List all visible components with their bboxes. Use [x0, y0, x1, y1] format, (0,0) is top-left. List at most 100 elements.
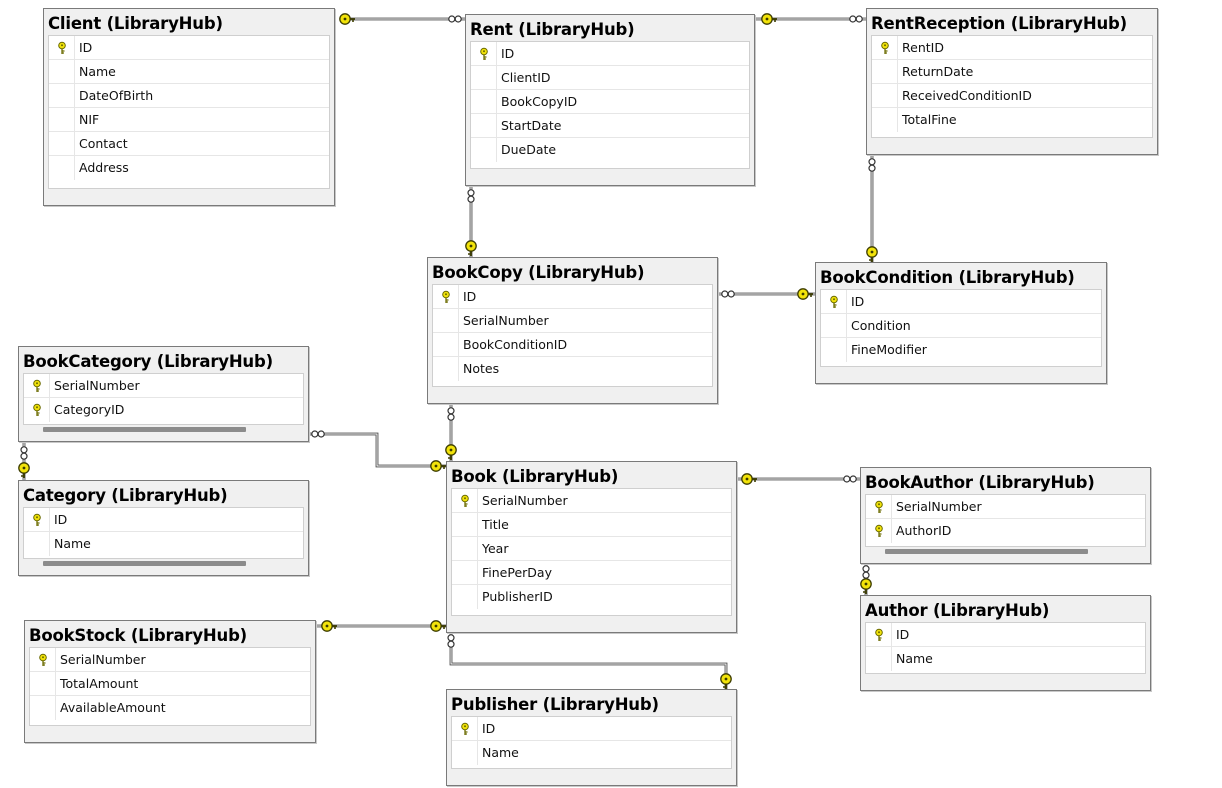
column-row[interactable]: ClientID	[471, 66, 749, 90]
row-selector	[24, 398, 50, 422]
column-row[interactable]: BookCopyID	[471, 90, 749, 114]
key-icon	[461, 494, 469, 507]
one-end-key-icon	[339, 13, 355, 25]
relationship-line-publisher-book[interactable]	[449, 633, 728, 689]
column-row[interactable]: Year	[452, 537, 731, 561]
row-selector	[872, 84, 898, 108]
column-row[interactable]: Notes	[433, 357, 712, 381]
horizontal-scrollbar[interactable]	[43, 561, 246, 566]
many-end-infinity-icon	[448, 15, 462, 23]
column-name: DueDate	[501, 142, 557, 157]
column-row[interactable]: ID	[24, 508, 303, 532]
horizontal-scrollbar[interactable]	[885, 549, 1088, 554]
column-row[interactable]: SerialNumber	[866, 495, 1145, 519]
column-row[interactable]: Name	[49, 60, 329, 84]
column-row[interactable]: StartDate	[471, 114, 749, 138]
column-row[interactable]: ID	[821, 290, 1101, 314]
row-selector	[30, 648, 56, 672]
column-row[interactable]: ID	[452, 717, 731, 741]
table-title: RentReception (LibraryHub)	[871, 14, 1127, 33]
many-end-infinity-icon	[843, 475, 857, 483]
row-selector	[452, 513, 478, 537]
one-end-key-icon	[430, 620, 446, 632]
column-row[interactable]: BookConditionID	[433, 333, 712, 357]
column-row[interactable]: SerialNumber	[433, 309, 712, 333]
row-selector	[49, 108, 75, 132]
column-name: PublisherID	[482, 589, 553, 604]
one-end-key-icon	[860, 578, 872, 594]
column-row[interactable]: SerialNumber	[30, 648, 310, 672]
one-end-key-icon	[445, 444, 457, 460]
row-selector	[49, 84, 75, 108]
column-row[interactable]: Name	[24, 532, 303, 556]
column-row[interactable]: Address	[49, 156, 329, 180]
row-selector	[866, 495, 892, 519]
column-row[interactable]: FinePerDay	[452, 561, 731, 585]
row-selector	[452, 741, 478, 765]
column-name: ID	[79, 40, 93, 55]
column-name: BookConditionID	[463, 337, 568, 352]
column-row[interactable]: DateOfBirth	[49, 84, 329, 108]
column-row[interactable]: ID	[49, 36, 329, 60]
column-row[interactable]: Condition	[821, 314, 1101, 338]
column-row[interactable]: ID	[433, 285, 712, 309]
column-name: Name	[482, 745, 519, 760]
row-selector	[24, 374, 50, 398]
column-row[interactable]: ReceivedConditionID	[872, 84, 1152, 108]
key-icon	[480, 47, 488, 60]
column-row[interactable]: Contact	[49, 132, 329, 156]
column-row[interactable]: TotalAmount	[30, 672, 310, 696]
many-end-infinity-icon	[20, 446, 28, 460]
column-row[interactable]: ReturnDate	[872, 60, 1152, 84]
column-row[interactable]: SerialNumber	[24, 374, 303, 398]
row-selector	[49, 36, 75, 60]
column-name: ID	[54, 512, 68, 527]
column-row[interactable]: CategoryID	[24, 398, 303, 422]
key-icon	[39, 653, 47, 666]
row-selector	[872, 36, 898, 60]
column-row[interactable]: DueDate	[471, 138, 749, 162]
column-row[interactable]: Title	[452, 513, 731, 537]
column-name: SerialNumber	[60, 652, 146, 667]
column-row[interactable]: AuthorID	[866, 519, 1145, 543]
column-row[interactable]: FineModifier	[821, 338, 1101, 362]
column-row[interactable]: AvailableAmount	[30, 696, 310, 720]
column-row[interactable]: Name	[452, 741, 731, 765]
row-selector	[821, 338, 847, 362]
key-icon	[830, 295, 838, 308]
column-row[interactable]: TotalFine	[872, 108, 1152, 132]
column-name: AvailableAmount	[60, 700, 166, 715]
column-row[interactable]: ID	[471, 42, 749, 66]
key-icon	[461, 722, 469, 735]
many-end-infinity-icon	[447, 634, 455, 648]
row-selector	[433, 285, 459, 309]
column-row[interactable]: PublisherID	[452, 585, 731, 609]
column-row[interactable]: RentID	[872, 36, 1152, 60]
column-name: ID	[463, 289, 477, 304]
horizontal-scrollbar[interactable]	[43, 427, 246, 432]
table-title: Author (LibraryHub)	[865, 601, 1050, 620]
column-row[interactable]: ID	[866, 623, 1145, 647]
column-row[interactable]: SerialNumber	[452, 489, 731, 513]
column-row[interactable]: Name	[866, 647, 1145, 671]
row-selector	[471, 42, 497, 66]
row-selector	[471, 66, 497, 90]
column-row[interactable]: NIF	[49, 108, 329, 132]
